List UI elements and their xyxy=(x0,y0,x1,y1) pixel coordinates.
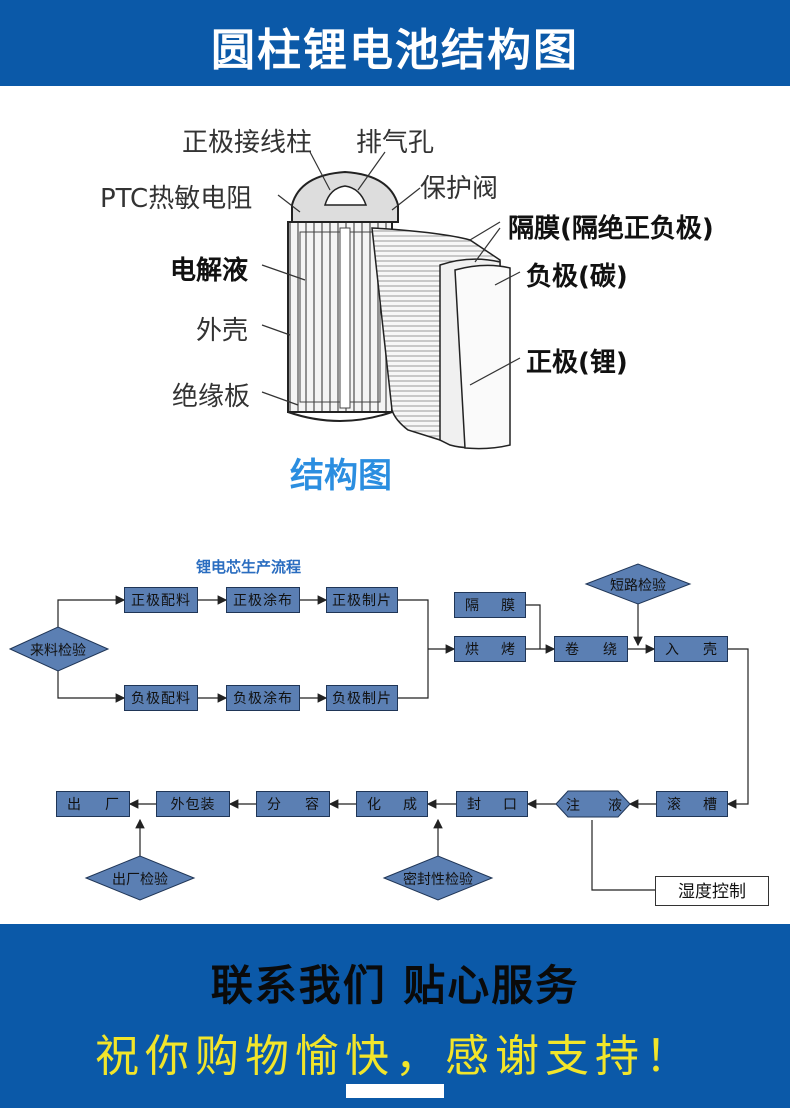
structure-caption: 结构图 xyxy=(290,456,392,496)
node-shipping: 出厂 xyxy=(56,791,130,817)
node-pos-sheet: 正极制片 xyxy=(326,587,398,613)
node-casing: 入壳 xyxy=(654,636,728,662)
node-pos-coat: 正极涂布 xyxy=(226,587,300,613)
diamond-seal xyxy=(382,855,494,901)
label-electrolyte: 电解液 xyxy=(170,256,249,286)
node-short-check: 短路检验 xyxy=(610,578,666,594)
node-baking: 烘烤 xyxy=(454,636,526,662)
page-title: 圆柱锂电池结构图 xyxy=(211,25,579,76)
node-separator: 隔膜 xyxy=(454,592,526,618)
label-insulator: 绝缘板 xyxy=(172,382,251,412)
label-safety-valve: 保护阀 xyxy=(420,174,499,204)
label-case: 外壳 xyxy=(196,316,249,346)
node-neg-mix: 负极配料 xyxy=(124,685,198,711)
node-formation: 化成 xyxy=(356,791,428,817)
node-seal-check: 密封性检验 xyxy=(403,872,473,888)
node-packaging: 外包装 xyxy=(156,791,230,817)
label-negative: 负极(碳) xyxy=(526,262,628,292)
node-humidity-control: 湿度控制 xyxy=(655,876,769,906)
header-banner: 圆柱锂电池结构图 xyxy=(0,0,790,86)
footer-bar xyxy=(346,1084,444,1098)
contact-text: 联系我们 贴心服务 xyxy=(210,961,580,1010)
thanks-text: 祝你购物愉快，感谢支持！ xyxy=(95,1031,695,1082)
node-filling: 注液 xyxy=(566,798,622,814)
hex-filling xyxy=(555,790,631,818)
node-grooving: 滚槽 xyxy=(656,791,728,817)
node-winding: 卷绕 xyxy=(554,636,628,662)
label-positive-terminal: 正极接线柱 xyxy=(182,128,313,158)
node-neg-sheet: 负极制片 xyxy=(326,685,398,711)
diamond-short xyxy=(584,563,692,605)
node-neg-coat: 负极涂布 xyxy=(226,685,300,711)
node-shipping-check: 出厂检验 xyxy=(112,872,168,888)
label-separator: 隔膜(隔绝正负极) xyxy=(508,214,714,244)
node-grading: 分容 xyxy=(256,791,330,817)
label-positive: 正极(锂) xyxy=(526,348,628,378)
node-incoming-inspection: 来料检验 xyxy=(30,643,86,659)
flow-title: 锂电芯生产流程 xyxy=(196,558,302,576)
diamond-incoming xyxy=(8,626,110,672)
node-pos-mix: 正极配料 xyxy=(124,587,198,613)
footer-banner: 联系我们 贴心服务 祝你购物愉快，感谢支持！ xyxy=(0,924,790,1108)
node-sealing: 封口 xyxy=(456,791,528,817)
diamond-shipping xyxy=(84,855,196,901)
label-ptc: PTC热敏电阻 xyxy=(100,184,253,214)
label-vent: 排气孔 xyxy=(356,128,435,158)
